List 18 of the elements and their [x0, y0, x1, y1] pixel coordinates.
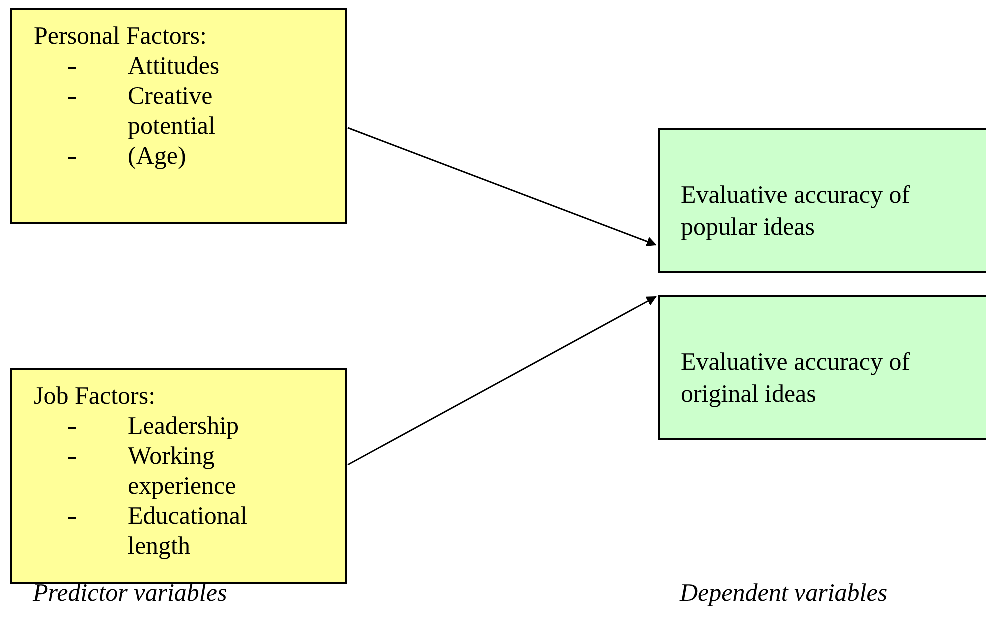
- list-item: Educational length: [128, 502, 248, 562]
- group-caption: Dependent variables: [680, 579, 888, 609]
- outcome-text: Evaluative accuracy of popular ideas: [681, 181, 912, 243]
- factor-box: [10, 8, 347, 224]
- outcome-text: Evaluative accuracy of original ideas: [681, 348, 912, 410]
- factor-box: [10, 368, 347, 584]
- outcome-box: [658, 295, 986, 440]
- arrow: [348, 296, 657, 466]
- list-item: Creative potential: [128, 82, 216, 142]
- box-heading: Job Factors:: [34, 382, 157, 412]
- outcome-box: [658, 128, 986, 273]
- box-heading: Personal Factors:: [34, 22, 208, 52]
- list-item: Leadership: [128, 412, 240, 442]
- group-caption: Predictor variables: [33, 579, 228, 609]
- list-item: (Age): [128, 142, 188, 172]
- list-item: Working experience: [128, 442, 238, 502]
- list-item: Attitudes: [128, 52, 221, 82]
- arrow: [348, 127, 657, 246]
